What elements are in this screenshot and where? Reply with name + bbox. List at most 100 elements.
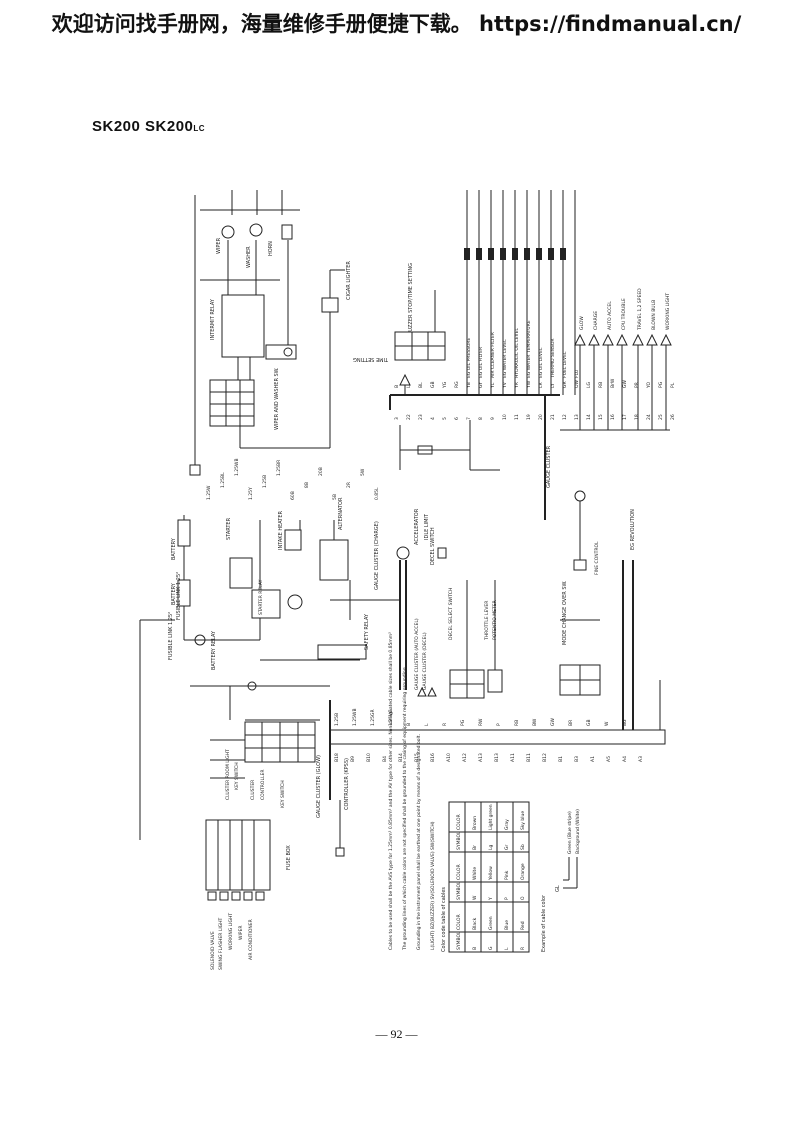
decel-switch-icon [437, 547, 447, 559]
connector-pin-label: 15 [598, 414, 604, 420]
color-code-cell: COLOR [456, 914, 462, 930]
example-line-1: Green (Blue stripe) [567, 811, 573, 854]
connector-pin-label: A1 [590, 756, 596, 762]
indicator-label: HYDRAULIC OIL LEVEL [514, 328, 520, 378]
connector-pin-label: 18 [634, 414, 640, 420]
connector-pin-label: B16 [430, 753, 436, 762]
wire-code-label: GW [550, 718, 556, 726]
wire-code-label: YR [514, 382, 520, 389]
color-code-cell: Y [488, 897, 494, 901]
indicator-lines [464, 190, 576, 395]
key-switch-label: KEY SWITCH [234, 762, 240, 790]
wire-code-label: 1.25GR [370, 709, 376, 726]
indicator-label: EG OIL FILTER [478, 347, 484, 378]
connector-pin-label: B13 [494, 753, 500, 762]
wire-code-label: OW [574, 379, 580, 388]
wire-code-label: GB [586, 719, 592, 726]
gauge-cluster-section: BUZZER STOP/TIME SETTING TIME SETTING GA… [353, 190, 676, 520]
wire-code-label: R [442, 723, 448, 726]
indicator-label: FUEL LEVEL [562, 351, 568, 378]
connector-pin-label: 3 [394, 417, 400, 420]
wire-code-label: LG [586, 381, 592, 388]
wire-code-label: B [394, 385, 400, 388]
wire-code-label: GR [562, 381, 568, 388]
wiper-section: WIPER WASHER HORN INTERMIT RELAY WIPER A… [189, 190, 352, 476]
starter-relay-icon [251, 589, 281, 619]
power-section: BATTERY BATTERY FUSIBLE LINK 1.25² FUSIB… [139, 497, 400, 840]
connector-pin-label: 13 [574, 414, 580, 420]
example-code: GL [555, 885, 561, 892]
wire-code-label: LR [538, 382, 544, 388]
idle-limit-label: IDLE LIMIT [424, 513, 430, 540]
battery-icon [177, 519, 191, 547]
fuse-box-section: FUSE BOX SOLENOID VALVE SWING FLASHER LI… [205, 819, 292, 970]
wire-code-label: BR [568, 720, 574, 726]
battery-label: BATTERY [171, 537, 177, 560]
color-code-cell: G [488, 946, 494, 950]
lamp-indicators: GLOW CHARGE AUTO ACCEL CPU TROUBLE TRAVE… [560, 288, 672, 431]
color-code-cell: COLOR [456, 814, 462, 830]
potentiometer-icon [487, 669, 503, 693]
horn-label: HORN [268, 241, 274, 256]
wire-code-label: PG [658, 381, 664, 388]
connector-pin-label: B11 [526, 753, 532, 762]
connector-pin-label: 24 [646, 414, 652, 420]
wire-code-label: BG [622, 719, 628, 726]
note-line: Cables to be used shall be the AVS type … [388, 632, 394, 950]
connector-pin-label: B10 [366, 753, 372, 762]
color-code-cell: Lg [488, 844, 494, 850]
wiper-label: WIPER [216, 237, 222, 254]
intake-heater-icon [284, 529, 302, 551]
cigar-lighter-icon [321, 297, 339, 313]
battery-label: BATTERY [171, 582, 177, 605]
indicator-label: EG OIL PRESSURE [466, 338, 472, 378]
connector-pin-label: 9 [490, 417, 496, 420]
color-code-cell: Yellow [488, 866, 494, 881]
example-title: Example of cable color [541, 894, 547, 952]
color-code-cell: SYMBOL [456, 881, 462, 900]
wire-code-label: RG [454, 381, 460, 388]
mode-section: MODE CHANGE OVER SW. FINE CONTROL EG REV… [559, 490, 661, 740]
connector-pin-label: B14 [398, 753, 404, 762]
decel-switch-label: DECEL SWITCH [430, 527, 436, 565]
indicator-label: EG OIL LEVEL [538, 347, 544, 378]
wire-size-label: 5W [360, 468, 366, 476]
connector-pin-label: B15 [414, 753, 420, 762]
wire-code-label: RW [478, 718, 484, 726]
fuse-box [205, 819, 271, 891]
connector-pin-label: 23 [418, 414, 424, 420]
color-code-cell: O [520, 896, 526, 900]
indicator-labels: EG OIL PRESSURE EG OIL FILTER AIR CLEANE… [466, 320, 580, 379]
intermit-relay-label: INTERMIT RELAY [210, 298, 216, 340]
wire-code-label: RB [514, 720, 520, 726]
connector-pin-label: 21 [550, 414, 556, 420]
intake-heater-label: INTAKE HEATER [278, 511, 284, 550]
key-switch-section: KEY SWITCH CLUSTER ROOM LIGHT CLUSTER CO… [210, 721, 316, 808]
wire-code-label: B [406, 723, 412, 726]
wire-size-annotations: 1.25W1.25BL1.25WB1.25Y1.25B1.25BR60B8B20… [206, 458, 380, 500]
connector-pin-label: 20 [538, 414, 544, 420]
fuse-box-label: FUSE BOX [286, 845, 292, 870]
wiper-motor-icon [221, 225, 235, 239]
wire-code-label: L [406, 385, 412, 388]
connector-pin-label: A13 [478, 753, 484, 762]
note-line: The grounding lines of which cable color… [402, 666, 408, 951]
connector-pin-label: A11 [510, 753, 516, 762]
color-code-cell: B [472, 947, 478, 950]
fusible-link-label: FUSIBLE LINK 1.25² [176, 572, 182, 620]
wire-code-label: GW [622, 380, 628, 388]
indicator-label: EG WATER TEMPERATURE [526, 320, 532, 378]
connector-pin-label: 25 [658, 414, 664, 420]
wire-code-label: BrW [610, 378, 616, 388]
connector-pin-label: B4 [382, 756, 388, 762]
indicator-label: FLU [574, 370, 580, 378]
controller-label: CONTROLLER [260, 770, 266, 800]
wire-size-label: 0.85L [374, 487, 380, 500]
color-code-title: Color code table of cables [441, 887, 447, 952]
wire-size-label: 8B [304, 482, 310, 488]
fine-control-icon [573, 559, 587, 571]
color-code-cell: W [472, 895, 478, 900]
